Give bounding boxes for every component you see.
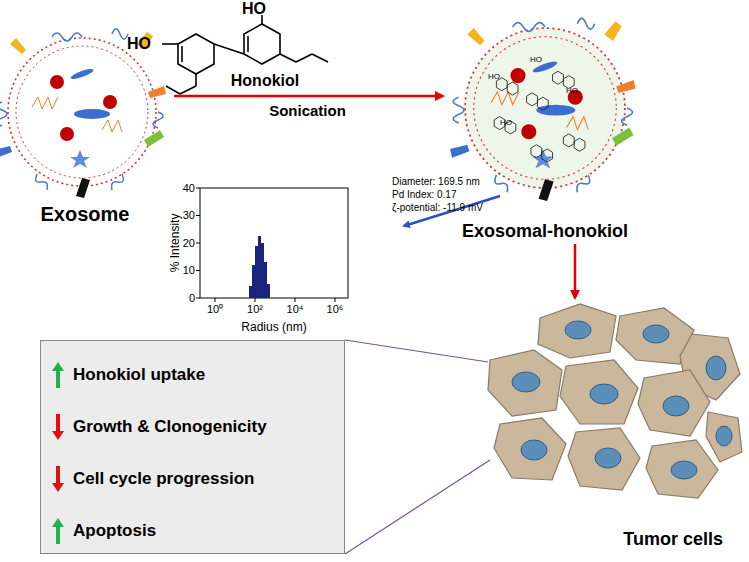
effect-text: Growth & Clonogenicity	[73, 417, 267, 437]
effect-item: Growth & Clonogenicity	[51, 413, 334, 441]
text-label: Pd Index: 0.17	[392, 189, 457, 201]
effects-panel: Honokiol uptakeGrowth & ClonogenicityCel…	[40, 340, 345, 554]
effect-text: Honokiol uptake	[73, 365, 205, 385]
up-arrow	[51, 361, 65, 389]
edge-label: Sonication	[267, 102, 348, 119]
node-label: Tumor cells	[623, 529, 723, 550]
text-label: HO	[500, 118, 512, 127]
up-arrow	[51, 517, 65, 545]
text-label: 10⁶	[327, 303, 344, 316]
text-label: HO	[127, 35, 151, 53]
effect-item: Cell cycle progression	[51, 465, 334, 493]
text-label: 10	[183, 264, 195, 277]
text-label: ζ-potential: -11.9 mV	[392, 202, 483, 214]
connector	[574, 244, 577, 298]
tumor-cells: Tumor cells	[470, 300, 745, 550]
text-label: 0	[189, 292, 195, 305]
text-label: 10²	[247, 303, 263, 316]
connector	[345, 340, 490, 554]
text-label: HO	[566, 86, 578, 95]
node-label: Exosomal-honokiol	[462, 221, 628, 242]
text-label: 20	[183, 237, 195, 250]
node-label: Exosome	[41, 203, 130, 226]
text-label: 40	[183, 182, 195, 195]
text-label: % Intensity	[169, 214, 183, 273]
effect-text: Cell cycle progression	[73, 469, 254, 489]
effect-text: Apoptosis	[73, 521, 156, 541]
effect-item: Honokiol uptake	[51, 361, 334, 389]
down-arrow	[51, 465, 65, 493]
text-label: Diameter: 169.5 nm	[392, 176, 480, 188]
text-label: 30	[183, 209, 195, 222]
text-label: 10⁰	[207, 303, 223, 316]
text-label: HO	[488, 72, 500, 81]
down-arrow	[51, 413, 65, 441]
vesicle: Exosome	[0, 30, 170, 226]
text-label: Radius (nm)	[241, 321, 306, 335]
text-label: HO	[530, 55, 542, 64]
effect-item: Apoptosis	[51, 517, 334, 545]
text-label: 10⁴	[287, 303, 304, 316]
connector	[174, 95, 443, 98]
text-label: Honokiol	[231, 72, 299, 90]
text-label: HO	[242, 0, 266, 18]
